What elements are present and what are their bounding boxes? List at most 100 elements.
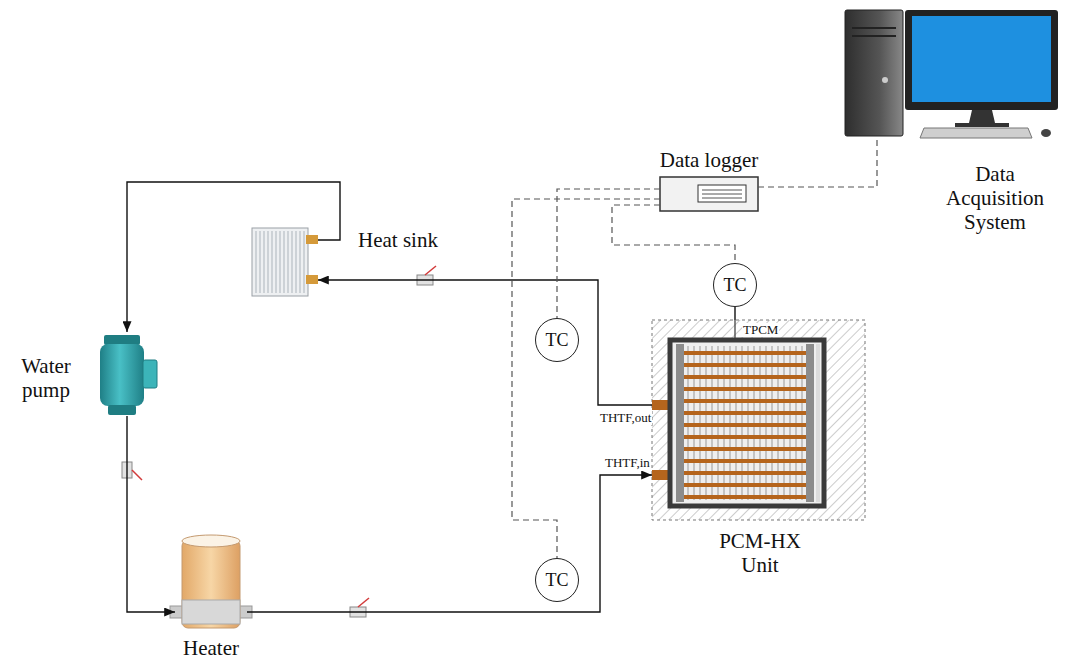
pcm-hx-unit-icon	[652, 320, 865, 520]
water-pump: Water pump	[94, 332, 160, 416]
computer-icon	[905, 10, 1058, 110]
thermocouple-circle: TC	[535, 558, 579, 602]
signal-label: THTF,in	[604, 456, 651, 470]
heat-sink-icon	[252, 228, 318, 296]
pcm-hx-unit-icon	[684, 423, 806, 427]
computer-icon	[845, 10, 903, 136]
data-logger-icon	[702, 190, 742, 191]
thermocouple-circle: TC	[713, 263, 757, 307]
pcm-hx-unit-icon	[684, 459, 806, 463]
pcm-hx-unit-icon	[684, 471, 806, 475]
label-anchor: PCM-HX Unit	[713, 529, 808, 577]
pcm-hx-unit-icon	[684, 363, 806, 367]
signal-wire	[557, 189, 660, 318]
pcm-hx-unit-icon	[684, 353, 806, 497]
pipe	[127, 416, 175, 612]
valve-icon	[122, 266, 436, 617]
sensor-label: TC	[545, 570, 568, 591]
component-label: PCM-HX Unit	[713, 529, 808, 577]
pcm-hx-unit-icon	[684, 387, 806, 391]
water-pump-icon	[100, 344, 144, 406]
pipe	[318, 280, 652, 405]
heat-sink-icon	[267, 231, 268, 293]
component-label: Data Acquisition System	[933, 162, 1058, 234]
heat-sink-icon	[303, 231, 304, 293]
water-pump-icon	[108, 405, 136, 415]
signal-label: THTF,out	[599, 411, 652, 425]
pcm-hx-unit-icon	[684, 495, 806, 499]
heat-sink-icon	[287, 231, 288, 293]
valve-icon	[358, 598, 369, 607]
computer-icon	[845, 10, 1058, 138]
data-logger-icon	[702, 198, 742, 199]
computer-icon	[852, 35, 896, 37]
pcm-hx-unit-icon	[806, 344, 814, 502]
heat-sink-icon	[283, 231, 284, 293]
component-label: Data logger	[660, 148, 759, 172]
water-pump-icon	[143, 360, 157, 388]
signal-wire	[512, 199, 660, 558]
pcm-hx-unit-icon	[684, 411, 806, 415]
computer-icon	[920, 128, 1032, 138]
computer-icon	[955, 123, 1009, 127]
computer-icon	[969, 110, 995, 123]
water-pump-icon	[104, 335, 140, 345]
pcm-hx-unit-icon	[684, 375, 806, 379]
pcm-hx-unit: PCM-HX Unit	[652, 320, 865, 520]
data-logger-icon	[660, 177, 758, 211]
pcm-hx-unit-icon	[684, 483, 806, 487]
heat-sink-icon	[306, 235, 318, 244]
signal-label: TPCM	[742, 323, 779, 337]
heater-icon	[182, 540, 240, 628]
water-pump-icon	[100, 335, 157, 415]
pipe	[127, 182, 340, 332]
component-label: Heat sink	[358, 228, 438, 252]
pipe	[734, 307, 735, 320]
pcm-hx-unit-icon	[816, 344, 820, 502]
computer-icon	[1041, 129, 1051, 137]
sensor-label: TC	[723, 275, 746, 296]
computer: Data Acquisition System	[845, 8, 1060, 136]
heat-sink-icon	[259, 231, 260, 293]
heater-icon	[182, 535, 240, 547]
pcm-hx-unit-icon	[676, 344, 684, 502]
data-logger: Data logger	[660, 177, 758, 211]
pcm-hx-unit-icon	[684, 447, 806, 451]
heat-sink-icon	[252, 228, 308, 296]
computer-icon	[912, 16, 1051, 102]
heat-sink-icon	[306, 275, 318, 284]
signal-wire	[758, 136, 877, 187]
component-label: Water pump	[14, 354, 78, 402]
heat-sink-icon	[275, 231, 276, 293]
heat-sink-icon	[295, 231, 296, 293]
label-anchor: Heater	[183, 636, 239, 660]
heater-icon	[182, 600, 240, 624]
valve-icon	[132, 470, 142, 480]
heat-sink-icon	[256, 231, 304, 293]
heat-sink-icon	[279, 231, 280, 293]
heat-sink-icon	[263, 231, 264, 293]
heat-sink-icon	[271, 231, 272, 293]
signal-wire	[612, 205, 735, 263]
label-anchor: Data Acquisition System	[933, 162, 1058, 234]
label-anchor: Data logger	[660, 148, 759, 172]
data-logger-icon	[660, 177, 758, 211]
pipe	[247, 475, 652, 612]
pcm-hx-unit-icon	[652, 320, 865, 520]
pcm-hx-unit-icon	[684, 351, 806, 355]
heat-sink: Heat sink	[250, 226, 318, 296]
label-anchor: Heat sink	[358, 228, 438, 252]
pcm-hx-unit-icon	[734, 320, 735, 338]
heat-sink-icon	[299, 231, 300, 293]
computer-icon	[882, 77, 888, 83]
heat-sink-icon	[291, 231, 292, 293]
pcm-hx-unit-icon	[684, 399, 806, 403]
heater-icon	[170, 535, 252, 628]
data-logger-icon	[698, 185, 746, 202]
valve-icon	[425, 266, 436, 275]
computer-icon	[852, 27, 896, 29]
sensor-label: TC	[545, 330, 568, 351]
pcm-hx-unit-icon	[684, 435, 806, 439]
